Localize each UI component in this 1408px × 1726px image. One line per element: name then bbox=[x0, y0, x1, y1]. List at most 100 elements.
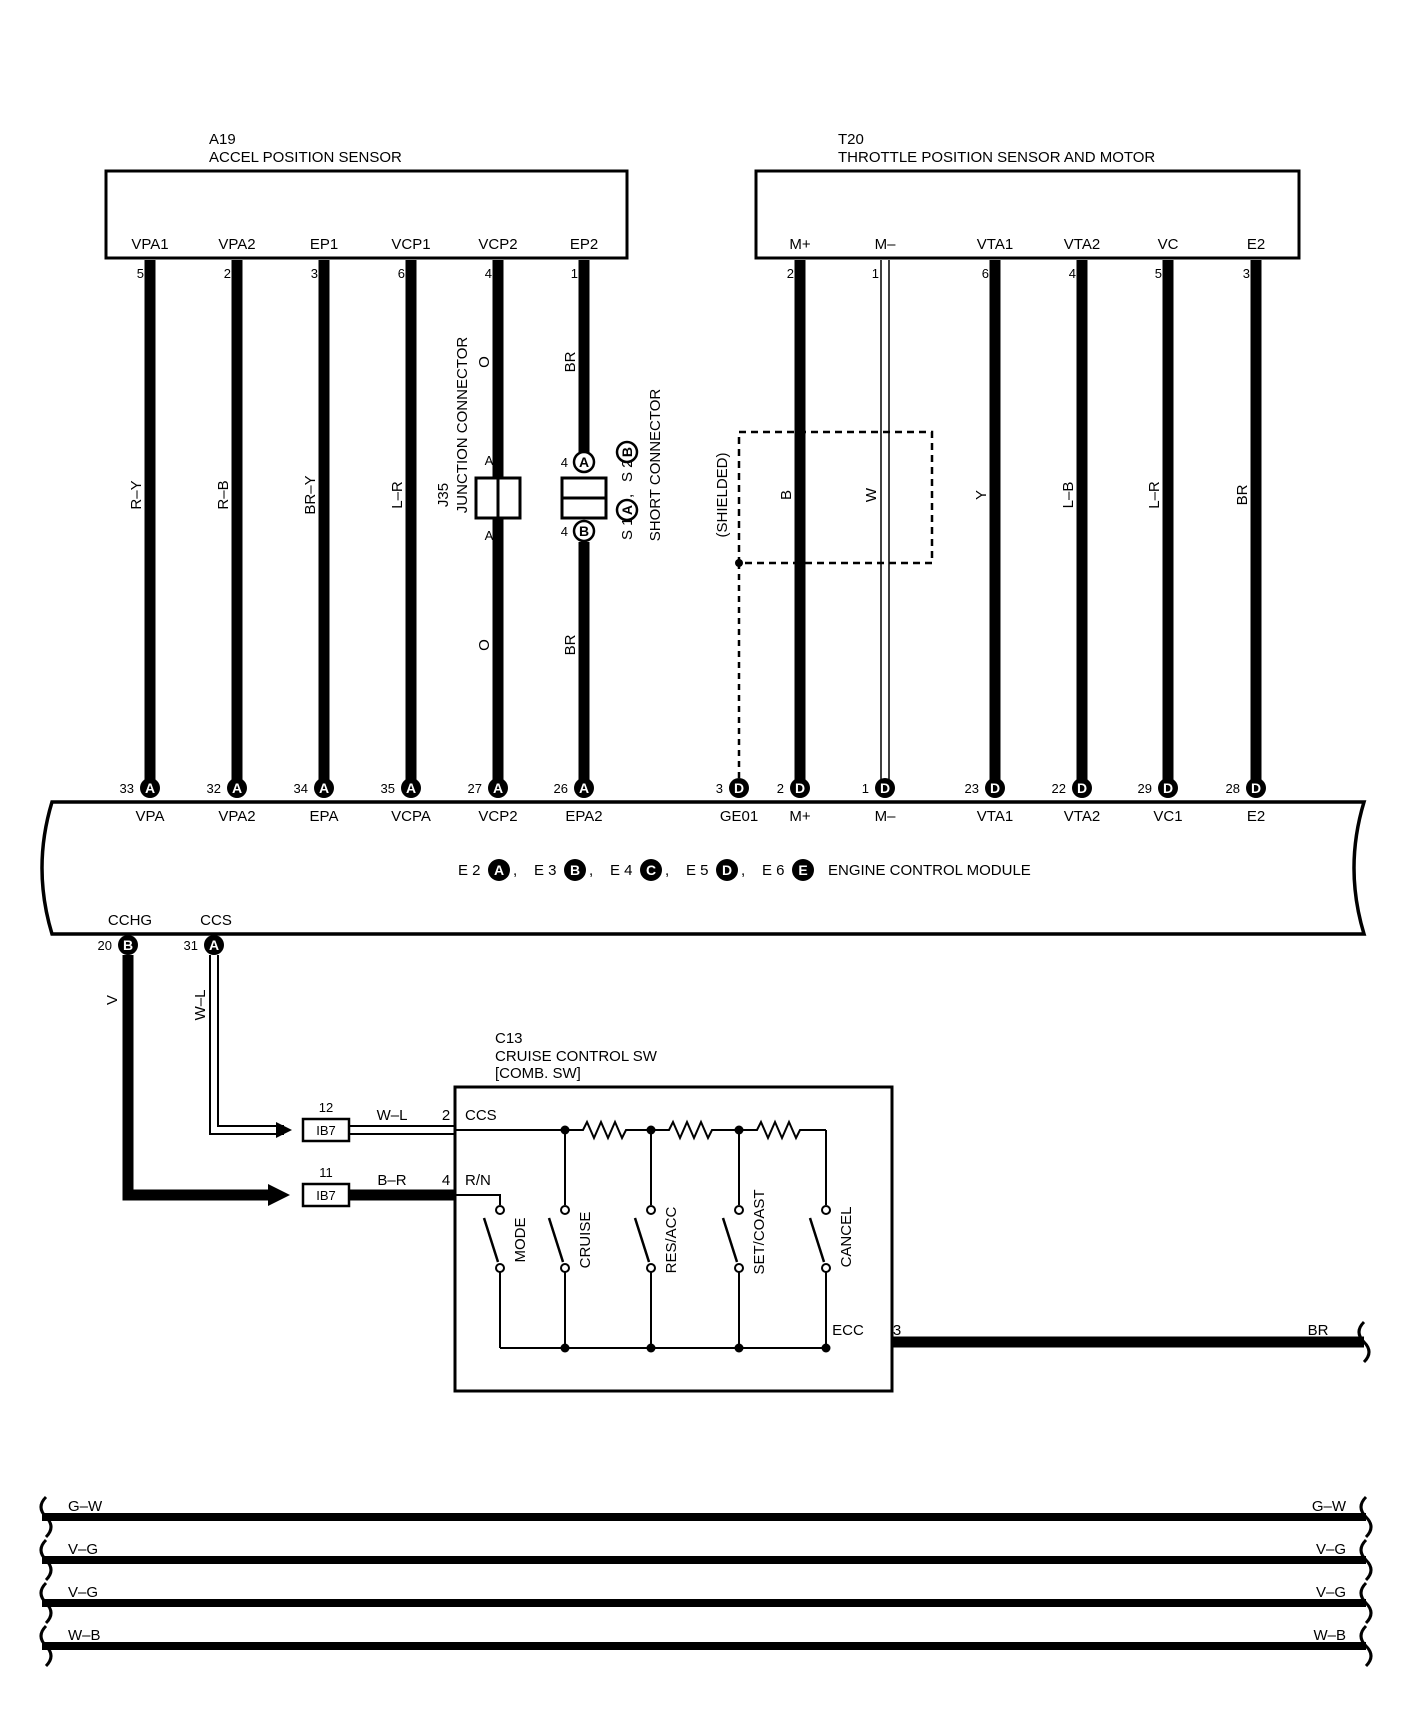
cruise-box bbox=[453, 1085, 894, 1393]
pin-label: 4 bbox=[1069, 266, 1076, 281]
wire-m-plus[interactable]: M+ 2 B 2 D M+ bbox=[777, 236, 811, 825]
ecm-legend-badge bbox=[792, 859, 814, 881]
ecm-legend-badge bbox=[488, 859, 510, 881]
ib7-box bbox=[301, 1117, 351, 1143]
switch-lever bbox=[633, 1217, 651, 1263]
break-mark-left bbox=[39, 1581, 53, 1625]
ecm-connector-badge bbox=[401, 778, 421, 798]
ecm-connector-legend: E 2 A , E 3 B , E 4 C , E 5 D , E 6 E EN… bbox=[458, 859, 1031, 881]
switch-set-coast[interactable]: SET/COAST bbox=[721, 1189, 768, 1348]
pin-label: 4 bbox=[485, 266, 492, 281]
ecc-term: ECC bbox=[832, 1322, 864, 1339]
wire-rn-to-switch[interactable]: B–R 4 bbox=[349, 1172, 455, 1201]
bus-left-label: V–G bbox=[68, 1584, 98, 1601]
ecm-pin: 26 bbox=[554, 781, 568, 796]
ccs-connector-badge bbox=[204, 935, 224, 955]
ecm-pin: 22 bbox=[1052, 781, 1066, 796]
ecm-legend-letter: A bbox=[494, 862, 504, 878]
bus-wire-0[interactable]: G–W G–W bbox=[39, 1495, 1373, 1539]
wire-e2[interactable]: E2 3 BR 28 D E2 bbox=[1226, 236, 1266, 825]
wire-color: BR–Y bbox=[302, 475, 319, 514]
shield-group[interactable]: (SHIELDED) 3 D GE01 bbox=[714, 430, 934, 825]
contact-bottom bbox=[560, 1263, 570, 1273]
term-label: VPA2 bbox=[218, 236, 255, 253]
switch-label: RES/ACC bbox=[663, 1206, 680, 1273]
t20-box bbox=[754, 169, 1301, 260]
ccs-switch-pin: 2 bbox=[442, 1107, 450, 1124]
ecm-conn-code: E 2 bbox=[458, 862, 481, 879]
ecm-body bbox=[40, 800, 1367, 936]
wire-vpa1[interactable]: VPA1 5 R–Y 33 A VPA bbox=[120, 236, 169, 825]
wire-vcp2[interactable]: VCP2 4 O O 27 A VCP2 bbox=[468, 236, 518, 825]
switch-cruise[interactable]: CRUISE bbox=[547, 1205, 594, 1348]
wire-vta2[interactable]: VTA2 4 L–B 22 D VTA2 bbox=[1052, 236, 1101, 825]
contact-top bbox=[560, 1205, 570, 1215]
wire-vcp1[interactable]: VCP1 6 L–R 35 A VCPA bbox=[381, 236, 431, 825]
break-mark-left bbox=[39, 1624, 53, 1668]
junction-pin-bottom: A bbox=[485, 528, 494, 543]
switch-mode[interactable]: MODE bbox=[482, 1205, 529, 1348]
pin-label: 3 bbox=[1243, 266, 1250, 281]
ecm-connector-badge bbox=[1246, 778, 1266, 798]
rn-term: R/N bbox=[465, 1172, 491, 1189]
bus-left-label: V–G bbox=[68, 1541, 98, 1558]
wire-vc[interactable]: VC 5 L–R 29 D VC1 bbox=[1138, 236, 1183, 825]
bus-left-label: G–W bbox=[68, 1498, 103, 1515]
ecm-term: VPA2 bbox=[218, 808, 255, 825]
s2-badge bbox=[615, 440, 639, 464]
bus-wire-3[interactable]: W–B W–B bbox=[39, 1624, 1373, 1668]
break-mark-right bbox=[1359, 1624, 1373, 1668]
bus-wire-2[interactable]: V–G V–G bbox=[39, 1581, 1373, 1625]
pin-label: 1 bbox=[872, 266, 879, 281]
wire-ep2[interactable]: EP2 1 BR BR 26 A EPA2 bbox=[554, 236, 603, 825]
ib7-label: IB7 bbox=[316, 1188, 336, 1203]
wire-ep1[interactable]: EP1 3 BR–Y 34 A EPA bbox=[294, 236, 339, 825]
wire-ecc[interactable]: 3 BR bbox=[892, 1320, 1371, 1364]
ecm-connector-badge bbox=[227, 778, 247, 798]
pin-label: 1 bbox=[571, 266, 578, 281]
ib7-pin-12: 12 bbox=[319, 1100, 333, 1115]
node-dot bbox=[734, 1343, 744, 1353]
ecm-pin: 2 bbox=[777, 781, 784, 796]
term-label: VTA1 bbox=[977, 236, 1013, 253]
resistor-ladder bbox=[455, 1119, 826, 1141]
junction-ib7-ccs: 12 IB7 bbox=[301, 1100, 351, 1143]
contact-bottom bbox=[495, 1263, 505, 1273]
ib7-label: IB7 bbox=[316, 1123, 336, 1138]
cruise-sub: [COMB. SW] bbox=[495, 1065, 581, 1082]
term-label: VTA2 bbox=[1064, 236, 1100, 253]
wire-cchg[interactable]: 20 B V bbox=[98, 935, 290, 1206]
switch-cancel[interactable]: CANCEL bbox=[808, 1205, 855, 1348]
pin-label: 5 bbox=[137, 266, 144, 281]
ccs-arrow bbox=[276, 1122, 292, 1138]
ecm-term: VPA bbox=[136, 808, 165, 825]
wire-color: L–R bbox=[1146, 481, 1163, 509]
bus-right-label: G–W bbox=[1312, 1498, 1347, 1515]
node-dot bbox=[560, 1343, 570, 1353]
ecm-pin: 27 bbox=[468, 781, 482, 796]
ecm-legend-letter: E bbox=[798, 862, 807, 878]
switch-label: CANCEL bbox=[838, 1207, 855, 1268]
bus-left-label: W–B bbox=[68, 1627, 101, 1644]
wire-color: Y bbox=[973, 490, 990, 500]
bus-wire-1[interactable]: V–G V–G bbox=[39, 1538, 1373, 1582]
ecm-connector-badge bbox=[574, 778, 594, 798]
contact-top bbox=[734, 1205, 744, 1215]
ecm-pin: 29 bbox=[1138, 781, 1152, 796]
switch-res-acc[interactable]: RES/ACC bbox=[633, 1205, 680, 1348]
wire-color-upper: BR bbox=[562, 351, 579, 372]
short-pin-bottom: 4 bbox=[561, 524, 568, 539]
ecm-term: M– bbox=[875, 808, 896, 825]
ccs-color: W–L bbox=[192, 990, 209, 1021]
ecm-conn-letter: D bbox=[990, 780, 1000, 796]
ecm-term: VC1 bbox=[1153, 808, 1182, 825]
ecm-legend-letter: D bbox=[722, 862, 732, 878]
wire-vpa2[interactable]: VPA2 2 R–B 32 A VPA2 bbox=[207, 236, 256, 825]
wire-ccs-to-switch[interactable]: W–L 2 bbox=[349, 1107, 455, 1135]
ecm-connector-badge bbox=[1158, 778, 1178, 798]
wire-vta1[interactable]: VTA1 6 Y 23 D VTA1 bbox=[965, 236, 1014, 825]
s1-letter: A bbox=[619, 505, 635, 515]
wire-ccs[interactable]: 31 A W–L bbox=[184, 935, 292, 1138]
cruise-control-switch: C13 CRUISE CONTROL SW [COMB. SW] CCS R/N… bbox=[453, 1030, 894, 1393]
wire-m-minus[interactable]: M– 1 W 1 D M– bbox=[862, 236, 896, 825]
